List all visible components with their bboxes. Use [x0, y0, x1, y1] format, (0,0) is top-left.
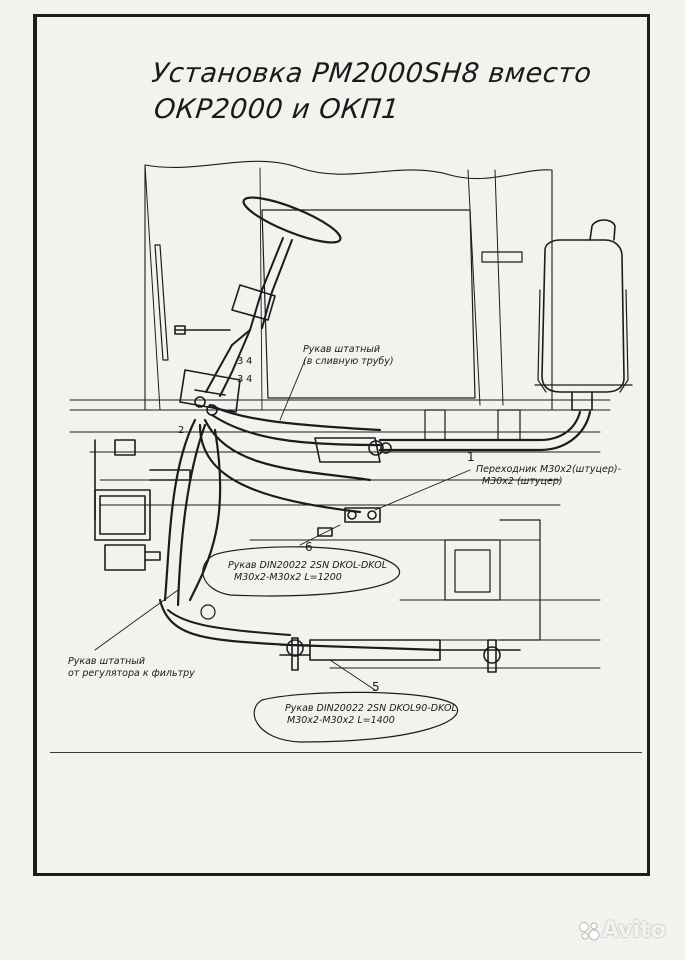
- mark-4: 4: [246, 374, 253, 385]
- return-pipe: [378, 410, 582, 442]
- hose-bundle: [163, 403, 382, 607]
- cab-outline: [144, 160, 553, 411]
- mark-2: 4: [246, 356, 253, 367]
- leader-hose-standard: [279, 359, 306, 421]
- lower-hose: [158, 598, 442, 652]
- label-hose-filter: Рукав штатный от регулятора к фильтру: [68, 656, 195, 679]
- sheet-frame: [33, 14, 650, 876]
- steering-wheel: [205, 196, 342, 397]
- pump-block: [94, 439, 191, 571]
- mark-5: 2: [178, 425, 185, 436]
- leader-hose-1400: [329, 659, 376, 691]
- avito-dots-icon: [579, 921, 600, 940]
- label-hose-1200: Рукав DIN20022 2SN DKOL-DKOL М30х2-М30х2…: [228, 560, 388, 583]
- leader-hose-1200: [299, 524, 341, 546]
- mark-3: 3: [237, 374, 244, 385]
- label-hose-1400: Рукав DIN20022 2SN DKOL90-DKOL М30х2-М30…: [285, 703, 457, 726]
- label-hose-1200-number: 6: [305, 540, 313, 554]
- oil-tank: [534, 219, 633, 411]
- callout-hose-1200: [202, 546, 401, 597]
- leader-hose-filter: [94, 589, 179, 651]
- label-hose-1400-number: 5: [372, 680, 380, 694]
- sheet-bottom-rule: [50, 752, 642, 753]
- mark-1: 3: [237, 356, 244, 367]
- label-adapter-number: 1: [467, 450, 475, 464]
- label-hose-standard-drain: Рукав штатный (в сливную трубу): [303, 344, 394, 367]
- adapter-fitting: [317, 507, 381, 537]
- steering-unit: [174, 325, 241, 416]
- lower-cylinder: [279, 637, 521, 673]
- label-adapter: Переходник М30х2(штуцер)- М30х2 (штуцер): [476, 464, 621, 487]
- callout-hose-1400: [253, 691, 459, 743]
- leader-adapter: [374, 469, 471, 511]
- cab-window: [261, 209, 476, 399]
- watermark: Avito: [578, 918, 666, 943]
- upper-valve: [314, 437, 392, 463]
- watermark-text: Avito: [602, 918, 666, 943]
